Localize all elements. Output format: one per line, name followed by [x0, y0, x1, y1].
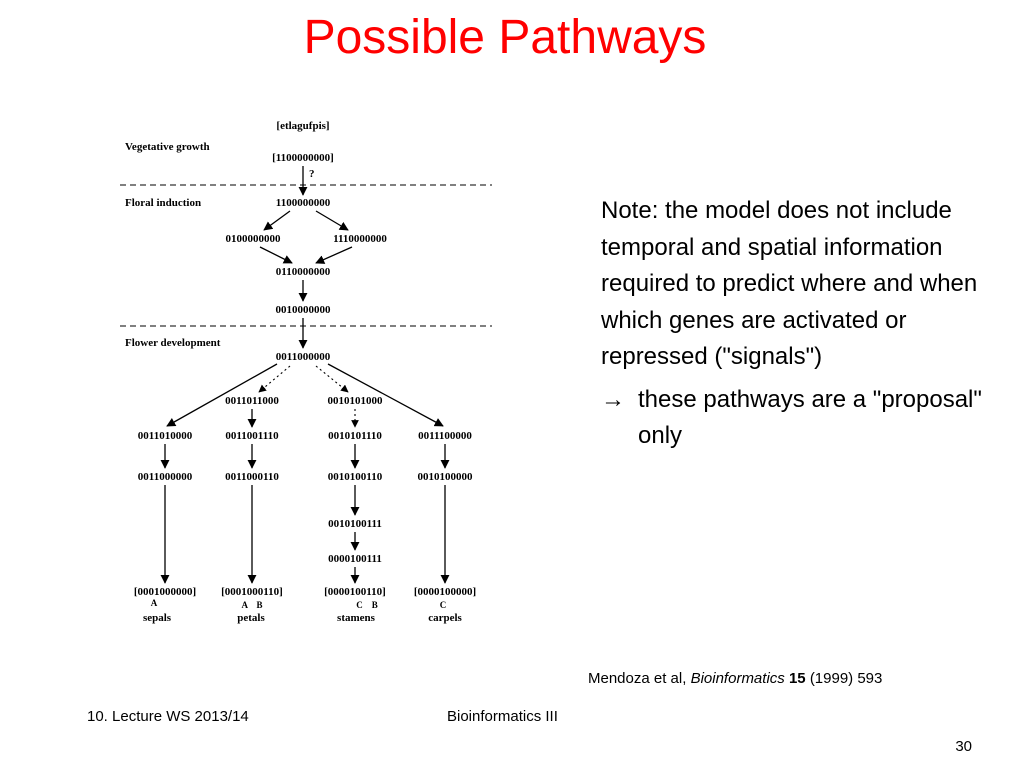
right-arrow-icon: →: [601, 385, 625, 413]
arrow-induction-left-mid: [259, 246, 293, 264]
state-induction-top: 1100000000: [276, 197, 331, 209]
citation-year-page: (1999) 593: [809, 670, 883, 687]
note-bullet: → these pathways are a "proposal" only: [601, 382, 991, 455]
arrow-dev-to-branch1: [166, 363, 278, 427]
state-branch4-a: 0011100000: [418, 430, 472, 442]
arrow-dev-to-branch3-dotted: [315, 365, 349, 393]
state-end-stamens: [0000100110]: [324, 586, 386, 598]
state-branch2-b: 0011000110: [225, 471, 279, 483]
organ-label-petals: petals: [237, 612, 265, 624]
note-text-block: Note: the model does not include tempora…: [601, 193, 991, 455]
gene-class-petals: A B: [241, 600, 262, 610]
state-branch3-c: 0010100111: [328, 518, 382, 530]
note-bullet-text: these pathways are a "proposal" only: [638, 385, 982, 450]
state-induction-mid: 0110000000: [276, 266, 331, 278]
footer-lecture: 10. Lecture WS 2013/14: [87, 708, 249, 725]
state-branch1-a: 0011010000: [138, 430, 193, 442]
state-development-top: 0011000000: [276, 351, 331, 363]
state-branch3-a: 0010101110: [328, 430, 382, 442]
state-branch4-b: 0010100000: [418, 471, 474, 483]
gene-order-header: [etlagufpis]: [276, 120, 329, 132]
state-end-carpels: [0000100000]: [414, 586, 476, 598]
question-mark: ?: [309, 168, 315, 180]
arrow-dev-to-branch2-dotted: [258, 365, 291, 393]
citation: Mendoza et al, Bioinformatics 15 (1999) …: [588, 670, 882, 687]
citation-volume: 15: [788, 670, 806, 687]
gene-class-sepals: A: [151, 598, 158, 608]
state-branch2-a: 0011001110: [225, 430, 279, 442]
state-induction-left: 0100000000: [226, 233, 282, 245]
state-induction-right: 1110000000: [333, 233, 387, 245]
phase-label-induction: Floral induction: [125, 197, 201, 209]
arrow-dev-to-branch4: [327, 363, 444, 427]
state-vegetative: [1100000000]: [272, 152, 334, 164]
state-induction-bottom: 0010000000: [276, 304, 332, 316]
state-branch3-d: 0000100111: [328, 553, 382, 565]
phase-label-development: Flower development: [125, 337, 221, 349]
page-number: 30: [955, 738, 972, 755]
citation-authors: Mendoza et al,: [588, 670, 687, 687]
footer-course: Bioinformatics III: [447, 708, 558, 725]
phase-label-vegetative: Vegetative growth: [125, 141, 210, 153]
arrow-induction-right-mid: [315, 246, 353, 264]
organ-label-carpels: carpels: [428, 612, 462, 624]
state-branch3-first: 0010101000: [328, 395, 384, 407]
organ-label-stamens: stamens: [337, 612, 376, 624]
slide-title: Possible Pathways: [303, 11, 707, 64]
citation-journal: Bioinformatics: [690, 670, 785, 687]
arrow-induction-top-left: [263, 210, 291, 231]
gene-class-stamens: C B: [356, 600, 378, 610]
state-branch3-b: 0010100110: [328, 471, 383, 483]
state-end-sepals: [0001000000]: [134, 586, 196, 598]
organ-label-sepals: sepals: [143, 612, 172, 624]
state-branch2-first: 0011011000: [225, 395, 279, 407]
state-end-petals: [0001000110]: [221, 586, 283, 598]
pathway-diagram: Vegetative growth Floral induction Flowe…: [120, 120, 492, 624]
note-main-text: Note: the model does not include tempora…: [601, 197, 978, 370]
gene-class-carpels: C: [440, 600, 447, 610]
state-branch1-b: 0011000000: [138, 471, 193, 483]
arrow-induction-top-right: [315, 210, 349, 231]
